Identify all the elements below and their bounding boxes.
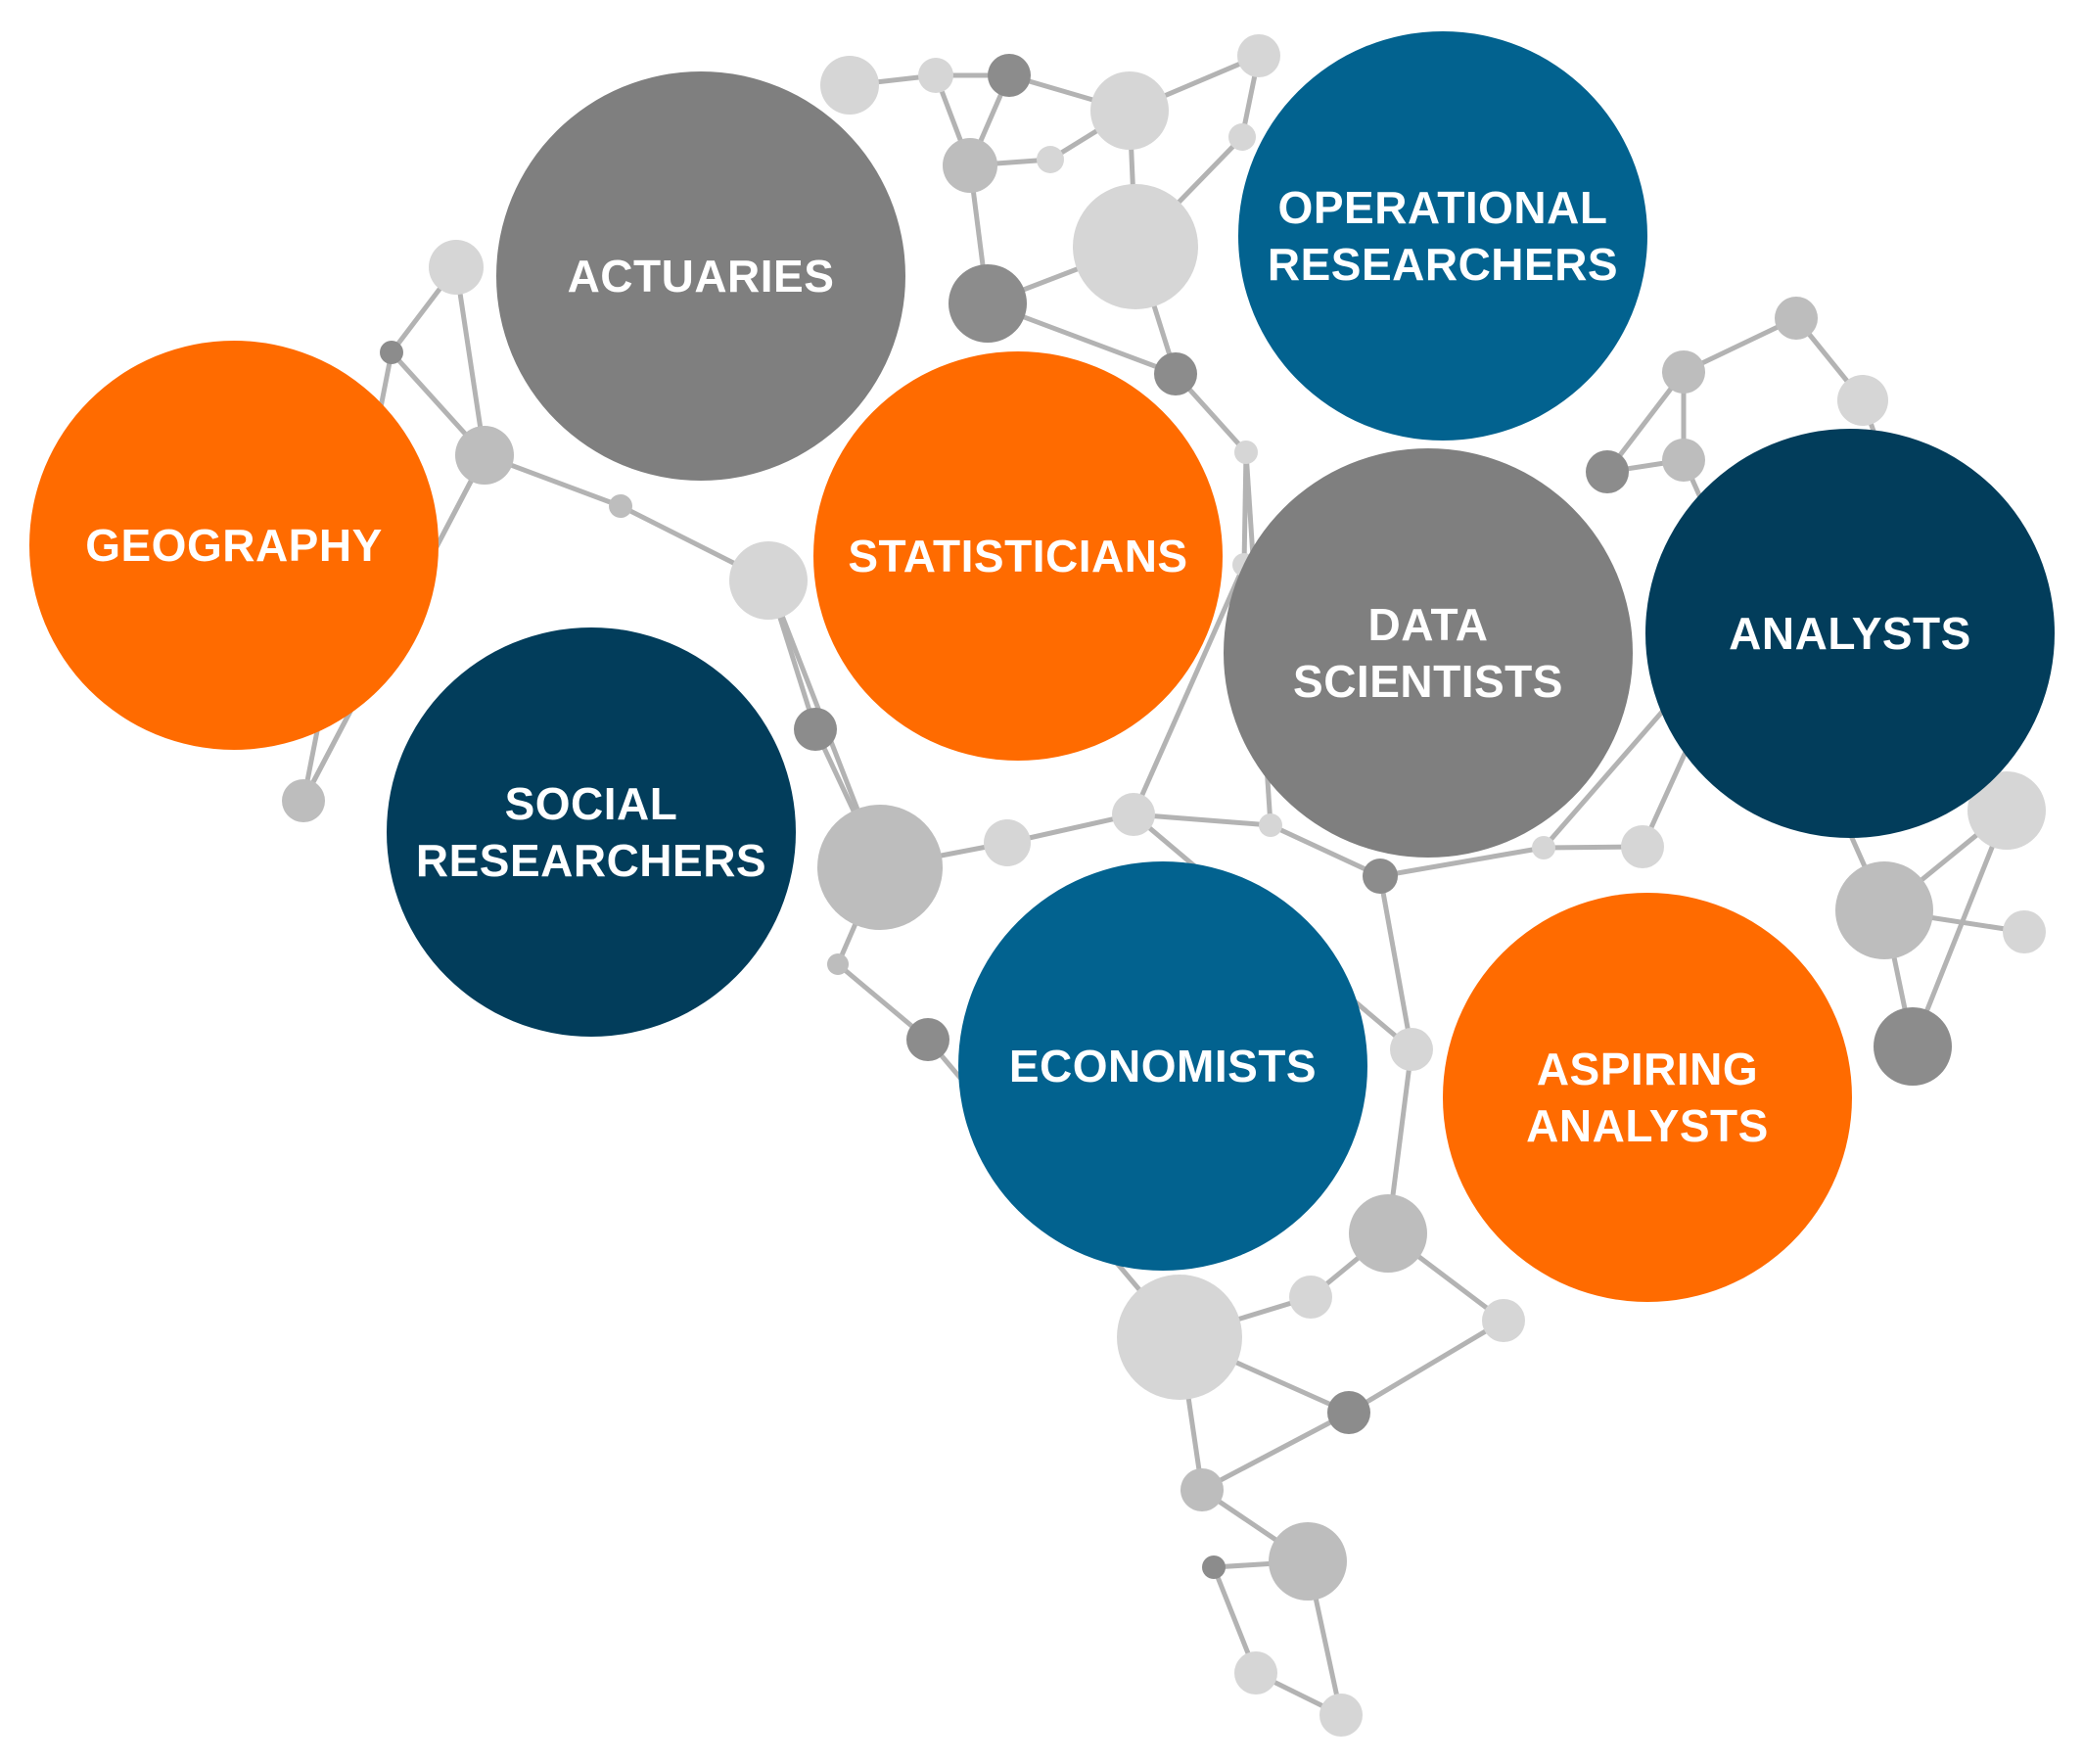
bubble-economists: ECONOMISTS (958, 861, 1367, 1271)
network-node (1390, 1028, 1433, 1071)
network-edge (1379, 845, 1545, 879)
network-node (949, 264, 1027, 343)
network-edge (1269, 822, 1382, 879)
bubble-social-researchers: SOCIAL RESEARCHERS (387, 627, 796, 1037)
network-node (1327, 1391, 1370, 1434)
network-edge (453, 266, 487, 456)
network-node (820, 56, 879, 115)
network-node (1180, 1468, 1224, 1511)
network-node (827, 953, 849, 975)
network-node (609, 494, 632, 518)
network-edge (1200, 1410, 1351, 1493)
network-node (1202, 1555, 1226, 1579)
network-node (1482, 1299, 1525, 1342)
bubble-label-data-scientists: DATA SCIENTISTS (1293, 599, 1563, 707)
network-node (1234, 1651, 1277, 1694)
network-node (1228, 123, 1256, 151)
network-node (1532, 836, 1555, 859)
network-edge (1241, 451, 1249, 566)
network-node (2003, 910, 2046, 953)
bubble-label-economists: ECONOMISTS (1008, 1041, 1318, 1091)
network-node (1090, 71, 1169, 150)
network-node (984, 819, 1031, 866)
network-node (1237, 34, 1280, 77)
bubble-analysts: ANALYSTS (1645, 429, 2055, 838)
network-node (1289, 1276, 1332, 1319)
network-nodes (282, 34, 2046, 1737)
network-node (380, 341, 403, 364)
network-node (1234, 441, 1258, 464)
bubble-actuaries: ACTUARIES (496, 71, 905, 481)
bubble-label-geography: GEOGRAPHY (85, 520, 383, 571)
bubble-label-operational-researchers: OPERATIONAL RESEARCHERS (1267, 182, 1619, 290)
network-node (1154, 352, 1197, 395)
bubble-label-aspiring-analysts: ASPIRING ANALYSTS (1526, 1044, 1769, 1151)
network-node (429, 240, 484, 295)
network-node (1269, 1522, 1347, 1601)
bubble-label-actuaries: ACTUARIES (567, 251, 835, 302)
bubble-data-scientists: DATA SCIENTISTS (1224, 448, 1633, 858)
network-node (1319, 1694, 1363, 1737)
network-node (455, 426, 514, 485)
network-node (1662, 439, 1705, 482)
bubble-label-statisticians: STATISTICIANS (848, 531, 1188, 581)
bubble-operational-researchers: OPERATIONAL RESEARCHERS (1238, 31, 1647, 441)
network-edge (1910, 810, 2010, 1047)
network-node (729, 541, 808, 620)
network-node (1775, 297, 1818, 340)
network-node (918, 58, 953, 93)
network-node (1259, 813, 1282, 837)
network-node (1835, 861, 1933, 959)
bubble-label-analysts: ANALYSTS (1729, 608, 1971, 659)
network-node (1073, 184, 1198, 309)
network-node (1037, 146, 1064, 173)
network-node (794, 708, 837, 751)
network-edge (1347, 1318, 1505, 1416)
network-node (1349, 1194, 1427, 1273)
network-node (282, 779, 325, 822)
network-edge (1377, 875, 1414, 1050)
bubble-label-social-researchers: SOCIAL RESEARCHERS (415, 778, 767, 886)
bubble-statisticians: STATISTICIANS (813, 351, 1223, 761)
network-edge (1131, 563, 1247, 816)
network-node (1874, 1007, 1952, 1086)
network-node (943, 138, 997, 193)
bubble-geography: GEOGRAPHY (29, 341, 439, 750)
network-node (1837, 375, 1888, 426)
network-node (906, 1018, 949, 1061)
network-node (1112, 793, 1155, 836)
network-node (1363, 859, 1398, 894)
network-node (1117, 1275, 1242, 1400)
network-node (817, 805, 943, 930)
network-node (988, 54, 1031, 97)
network-node (1662, 350, 1705, 394)
network-node (1586, 450, 1629, 493)
network-node (1967, 771, 2046, 850)
network-node (1621, 825, 1664, 868)
bubble-aspiring-analysts: ASPIRING ANALYSTS (1443, 893, 1852, 1302)
network-edge (1133, 812, 1272, 828)
